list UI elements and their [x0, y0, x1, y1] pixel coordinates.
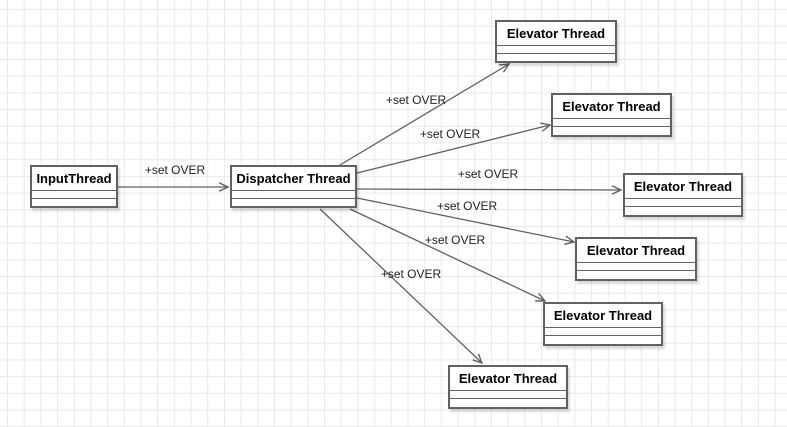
class-methods-compartment	[553, 127, 670, 135]
class-name-label: Elevator Thread	[545, 304, 661, 328]
class-attributes-compartment	[625, 199, 741, 207]
edge-label-dispatcher-to-elevator-1[interactable]: +set OVER	[385, 93, 447, 107]
edge-arrow-dispatcher-to-elevator-3[interactable]	[356, 185, 623, 195]
uml-class-node-elevator-thread-4[interactable]: Elevator Thread	[575, 237, 697, 281]
edge-label-dispatcher-to-elevator-5[interactable]: +set OVER	[424, 233, 486, 247]
class-methods-compartment	[497, 54, 615, 61]
edge-label-dispatcher-to-elevator-6[interactable]: +set OVER	[380, 267, 442, 281]
uml-class-node-elevator-thread-5[interactable]: Elevator Thread	[543, 302, 663, 346]
class-methods-compartment	[232, 199, 355, 206]
class-attributes-compartment	[32, 191, 116, 199]
edge-arrow-dispatcher-to-elevator-6[interactable]	[319, 208, 484, 365]
edge-arrow-dispatcher-to-elevator-1[interactable]	[339, 63, 511, 166]
edge-label-dispatcher-to-elevator-4[interactable]: +set OVER	[436, 199, 498, 213]
class-attributes-compartment	[450, 391, 566, 399]
class-methods-compartment	[625, 207, 741, 215]
class-attributes-compartment	[232, 191, 355, 199]
class-methods-compartment	[577, 271, 695, 279]
class-name-label: Elevator Thread	[553, 95, 670, 119]
class-attributes-compartment	[577, 263, 695, 271]
uml-class-node-dispatcher-thread[interactable]: Dispatcher Thread	[230, 165, 357, 208]
class-attributes-compartment	[497, 46, 615, 54]
class-methods-compartment	[32, 199, 116, 206]
uml-class-node-elevator-thread-1[interactable]: Elevator Thread	[495, 20, 617, 63]
class-attributes-compartment	[553, 119, 670, 127]
edge-arrow-dispatcher-to-elevator-2[interactable]	[356, 122, 552, 174]
class-name-label: Elevator Thread	[577, 239, 695, 263]
edge-arrow-dispatcher-to-elevator-5[interactable]	[349, 208, 547, 302]
class-name-label: InputThread	[32, 167, 116, 191]
class-methods-compartment	[450, 399, 566, 407]
class-name-label: Dispatcher Thread	[232, 167, 355, 191]
edge-label-dispatcher-to-elevator-2[interactable]: +set OVER	[419, 127, 481, 141]
uml-class-node-input-thread[interactable]: InputThread	[30, 165, 118, 208]
class-name-label: Elevator Thread	[497, 22, 615, 46]
uml-class-node-elevator-thread-3[interactable]: Elevator Thread	[623, 173, 743, 217]
class-attributes-compartment	[545, 328, 661, 336]
class-name-label: Elevator Thread	[625, 175, 741, 199]
edge-arrow-dispatcher-to-elevator-4[interactable]	[356, 197, 576, 246]
edge-label-input-to-dispatcher[interactable]: +set OVER	[144, 163, 206, 177]
class-name-label: Elevator Thread	[450, 367, 566, 391]
uml-class-node-elevator-thread-6[interactable]: Elevator Thread	[448, 365, 568, 409]
uml-class-node-elevator-thread-2[interactable]: Elevator Thread	[551, 93, 672, 137]
class-methods-compartment	[545, 336, 661, 344]
edge-label-dispatcher-to-elevator-3[interactable]: +set OVER	[457, 167, 519, 181]
